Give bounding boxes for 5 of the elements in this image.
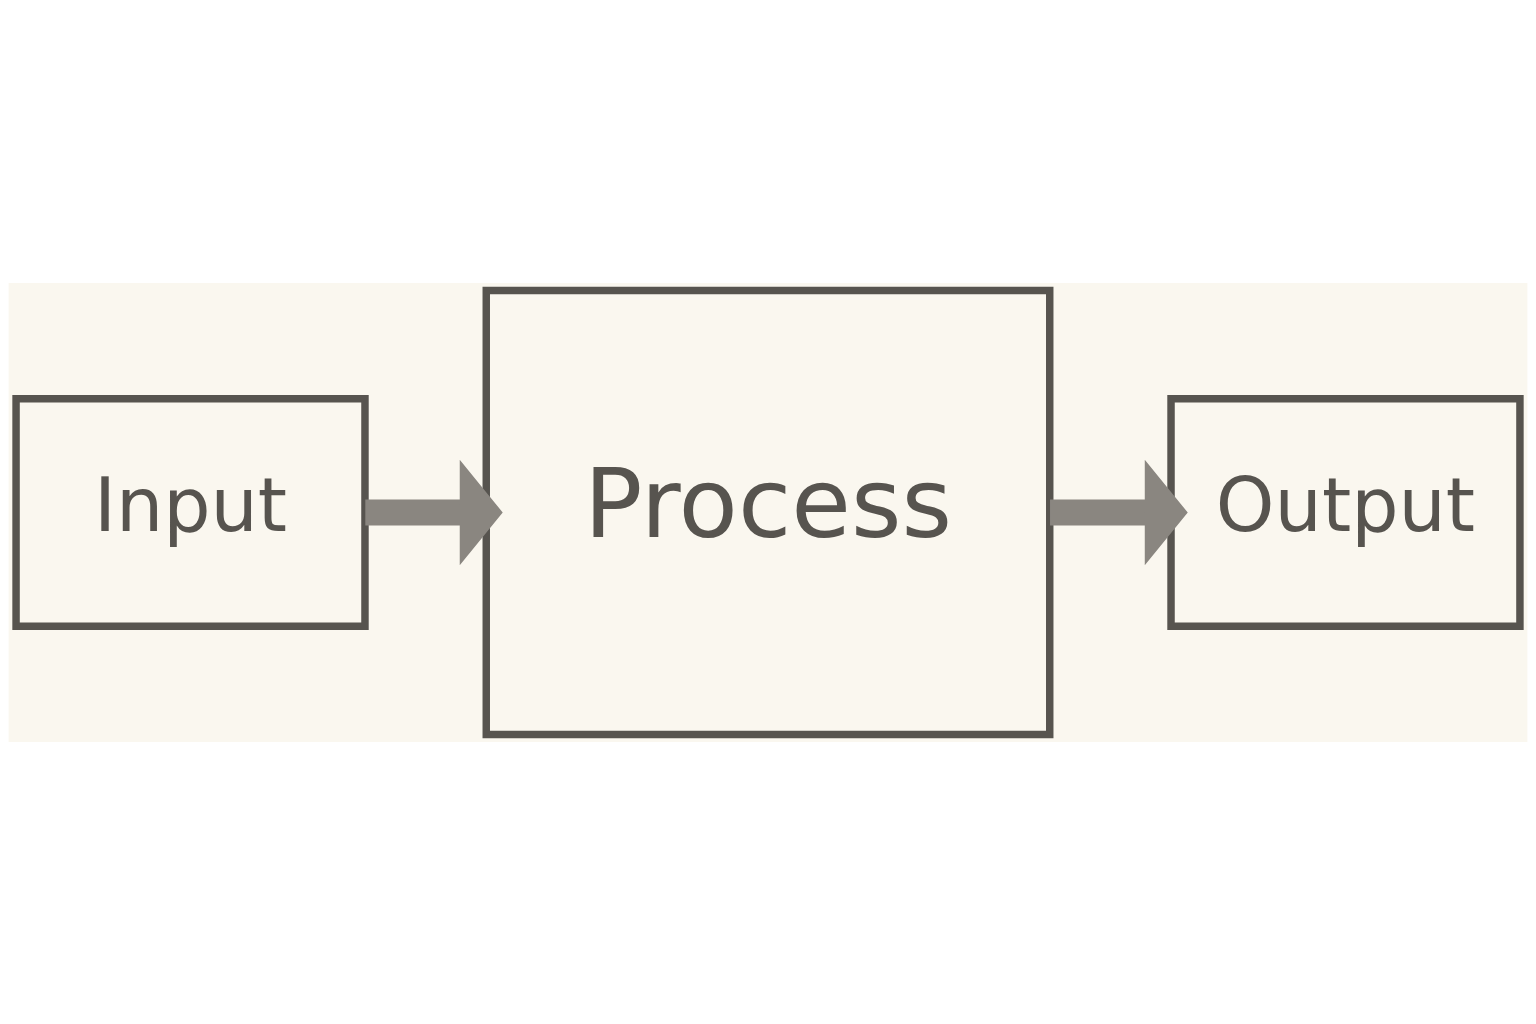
node-box: Process: [482, 286, 1054, 738]
node-box: Output: [1167, 394, 1524, 630]
arrow: [1050, 459, 1188, 565]
arrow: [365, 459, 503, 565]
node-box: Input: [12, 394, 369, 630]
